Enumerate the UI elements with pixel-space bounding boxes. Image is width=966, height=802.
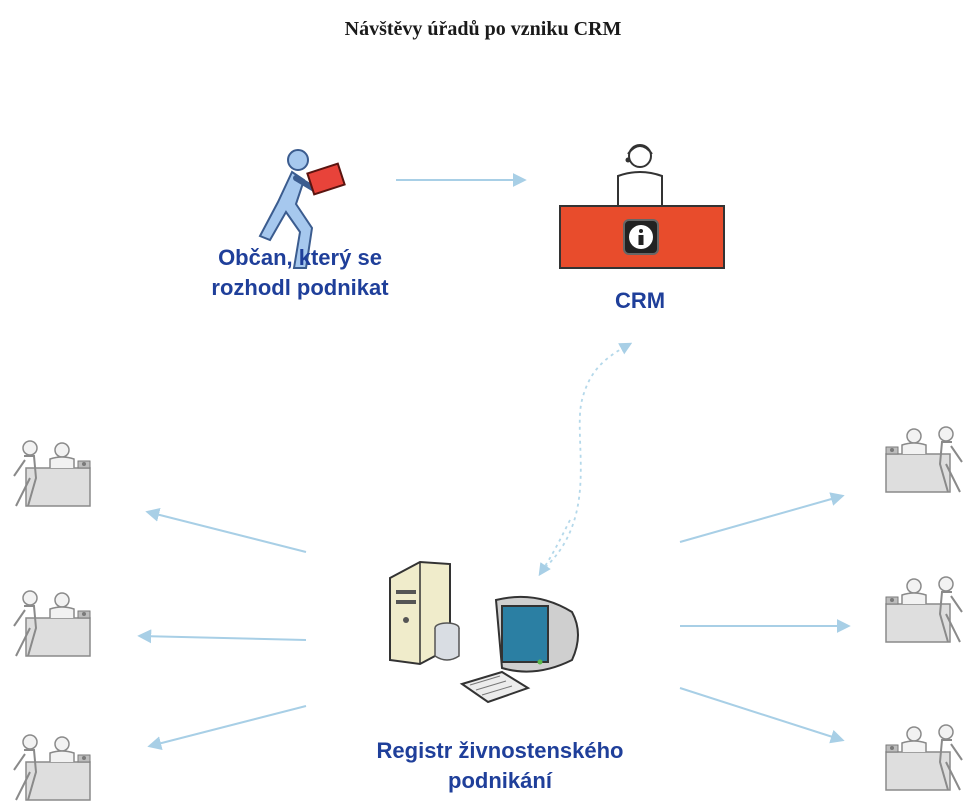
registry-label-line2: podnikání [448, 768, 552, 793]
citizen-figure-icon [258, 149, 346, 269]
arrow-registry-to-crm [539, 342, 633, 573]
diagram-title: Návštěvy úřadů po vzniku CRM [344, 18, 622, 40]
left-office-1-icon [13, 440, 91, 507]
arrow-to-right-office-3 [679, 687, 845, 744]
left-office-3-icon [13, 734, 91, 801]
right-office-2-icon [885, 576, 963, 643]
arrow-to-left-office-3 [147, 705, 307, 750]
left-office-2-icon [13, 590, 91, 657]
citizen-label: Občan, který se rozhodl podnikat [150, 243, 450, 303]
citizen-label-line1: Občan, který se [218, 245, 382, 270]
arrow-to-right-office-1 [679, 492, 845, 543]
citizen-label-line2: rozhodl podnikat [211, 275, 389, 300]
arrow-crm-to-registry [538, 519, 571, 577]
right-office-1-icon [885, 426, 963, 493]
registry-computer-icon [389, 560, 579, 704]
registry-label-line1: Registr živnostenského [376, 738, 624, 763]
crm-label: CRM [614, 288, 666, 313]
right-office-3-icon [885, 724, 963, 791]
info-icon [623, 219, 659, 255]
arrow-to-left-office-2 [137, 629, 307, 644]
crm-desk-icon [559, 144, 725, 269]
arrow-to-left-office-1 [145, 507, 307, 553]
registry-label: Registr živnostenského podnikání [290, 736, 710, 796]
